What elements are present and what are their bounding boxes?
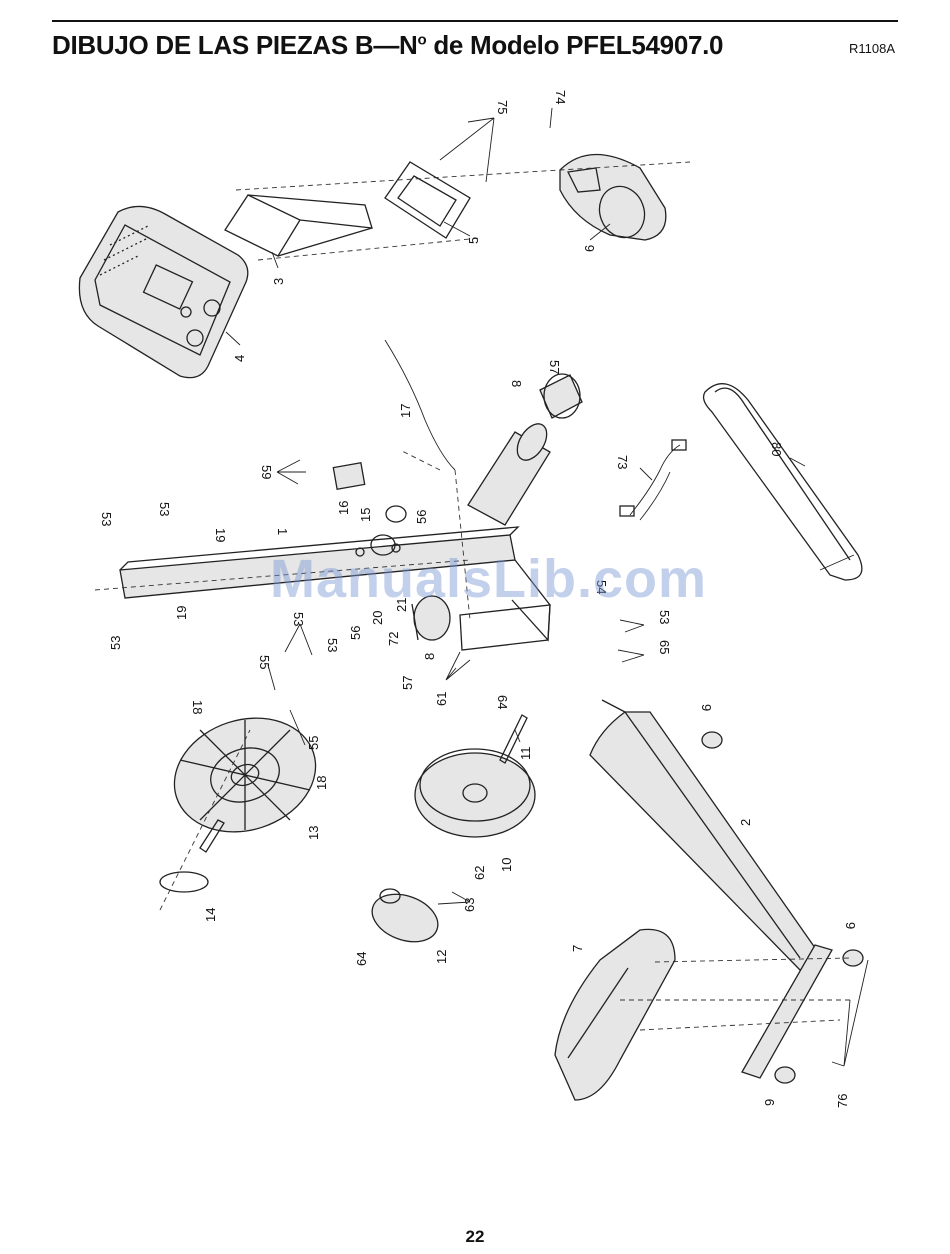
part-label: 56 [348,626,363,640]
rear-stabilizer-part [742,945,832,1078]
seat-part [555,929,675,1100]
drive-belt-part [704,384,862,580]
idler-roller-part [468,374,582,525]
part-label: 65 [657,640,672,654]
mounting-plate-part [385,162,470,238]
watermark: ManualsLib.com [270,548,707,610]
console-part [79,206,247,377]
upright-bracket-part [225,195,372,256]
part-label: 18 [190,700,205,714]
part-label: 80 [769,442,784,456]
part-label: 14 [203,908,218,922]
leveler-foot-part [702,732,722,748]
part-label: 5 [466,237,481,244]
part-label: 57 [400,676,415,690]
part-label: 53 [657,610,672,624]
part-label: 64 [354,952,369,966]
part-label: 4 [232,355,247,362]
pulley-part [366,886,445,951]
part-label: 64 [495,695,510,709]
leveler-foot-part [775,1067,795,1083]
part-label: 15 [358,508,373,522]
part-label: 61 [434,692,449,706]
part-label: 59 [259,465,274,479]
part-label: 63 [462,898,477,912]
part-label: 9 [699,704,714,711]
exploded-parts-drawing: 75 74 5 6 3 4 57 8 17 73 80 59 16 15 56 … [0,80,950,1210]
part-label: 72 [386,632,401,646]
part-label: 13 [306,826,321,840]
part-label: 53 [99,512,114,526]
front-shroud-part [560,154,666,243]
part-label: 8 [509,380,524,387]
part-label: 76 [835,1094,850,1108]
part-label: 7 [570,945,585,952]
part-label: 75 [495,100,510,114]
part-label: 53 [157,502,172,516]
part-label: 11 [518,747,533,761]
part-label: 55 [306,736,321,750]
page-title: DIBUJO DE LAS PIEZAS B—No de Modelo PFEL… [52,30,723,61]
part-label: 55 [257,655,272,669]
part-label: 6 [582,245,597,252]
part-label: 19 [174,606,189,620]
title-main: DIBUJO DE LAS PIEZAS B—N [52,30,418,60]
part-label: 17 [398,404,413,418]
title-rest: de Modelo PFEL54907.0 [426,30,723,60]
brake-bracket-part [333,463,364,490]
part-label: 3 [271,278,286,285]
crank-axle-part [160,820,224,892]
brake-cable-part [385,340,455,470]
part-label: 53 [108,636,123,650]
part-label: 20 [370,611,385,625]
flywheel-part [415,749,535,837]
part-label: 2 [738,819,753,826]
part-label: 56 [414,510,429,524]
part-label: 9 [843,922,858,929]
part-label: 74 [553,90,568,104]
page-number: 22 [0,1227,950,1247]
header-rule [52,20,898,22]
drawing-code: R1108A [849,41,895,56]
part-label: 18 [314,776,329,790]
part-label: 73 [615,455,630,469]
bearing-part [386,506,406,522]
part-label: 9 [762,1099,777,1106]
part-label: 53 [325,638,340,652]
part-label: 19 [213,528,228,542]
crank-pulley-part [160,700,331,849]
part-label: 1 [275,528,290,535]
part-label: 53 [291,612,306,626]
part-label: 16 [336,501,351,515]
wire-harness-part [620,440,686,520]
part-label: 57 [547,360,562,374]
part-label: 12 [434,950,449,964]
part-label: 62 [472,866,487,880]
part-label: 10 [499,858,514,872]
part-label: 8 [422,653,437,660]
